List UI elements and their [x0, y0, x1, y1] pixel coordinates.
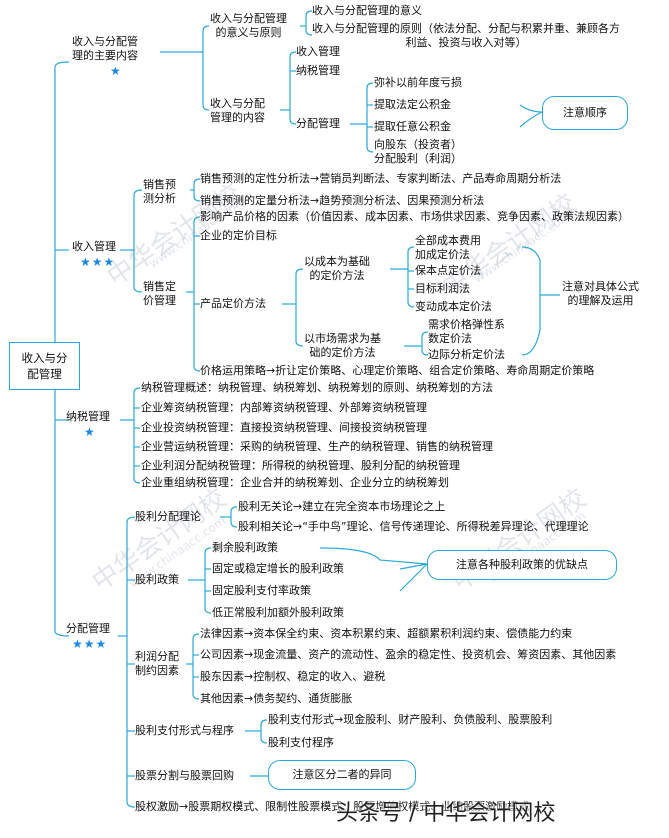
sec4-c-label: 利润分配 制约因素	[135, 650, 179, 677]
star-icon: ★	[110, 64, 122, 78]
connector-line	[126, 516, 136, 808]
sec3-item: 企业利润分配纳税管理：所得税的纳税管理、股利分配的纳税管理	[141, 459, 460, 472]
sec2-b-item: 企业的定价目标	[200, 229, 277, 242]
sec4-f-label: 股权激励→股票期权模式、限制性股票模式、股票增值权模式、业绩股票激励模式	[135, 800, 530, 813]
note-formula: 注意对具体公式 的理解及运用	[562, 280, 639, 307]
star-icon: ★★★	[80, 255, 116, 269]
sec4-b-label: 股利政策	[135, 573, 179, 586]
star-icon: ★★★	[72, 637, 108, 651]
connector-line	[202, 25, 210, 111]
sec4-a-item: 股利相关论→“手中鸟”理论、信号传递理论、所得税差异理论、代理理论	[238, 520, 589, 533]
sec3-item: 企业重组纳税管理：企业合并的纳税筹划、企业分立的纳税筹划	[141, 476, 449, 489]
note-order-text: 注意顺序	[563, 106, 607, 119]
connector-line	[193, 216, 201, 372]
sec3-item: 企业营运纳税管理：采购的纳税管理、生产的纳税管理、销售的纳税管理	[141, 440, 493, 453]
sec4-a-label: 股利分配理论	[135, 510, 201, 523]
connector-line	[366, 82, 374, 153]
sec2-b-item: 影响产品价格的因素（价值因素、成本因素、市场供求因素、竞争因素、政策法规因素）	[200, 210, 629, 223]
note-dividend-policy: 注意各种股利政策的优缺点	[427, 550, 617, 580]
cost-based-label: 以成本为基础 的定价方法	[304, 255, 370, 282]
sec1-b-sub: 向股东（投资者） 分配股利（利润）	[374, 138, 462, 165]
note-order: 注意顺序	[542, 96, 628, 130]
market-based-item: 边际分析定价法	[428, 348, 505, 361]
sec1-b-sub: 提取法定公积金	[374, 98, 451, 111]
sec4-b-item: 低正常股利加额外股利政策	[212, 606, 344, 619]
cost-based-item: 变动成本定价法	[415, 300, 492, 313]
sec4-b-item: 固定或稳定增长的股利政策	[212, 562, 344, 575]
sec2-b-item: 产品定价方法	[200, 297, 266, 310]
sec4-e-label: 股票分割与股票回购	[135, 769, 234, 782]
note-split-repurchase: 注意区分二者的异同	[268, 760, 416, 790]
connector-line	[133, 387, 141, 484]
sec4-c-item: 股东因素→控制权、稳定的收入、避税	[200, 670, 386, 683]
sec4-b-item: 固定股利支付率政策	[212, 584, 311, 597]
sec4-b-item: 剩余股利政策	[212, 541, 278, 554]
connector-line	[407, 246, 415, 308]
sec2-a-label: 销售预 测分析	[143, 178, 176, 205]
sec1-b-item: 纳税管理	[296, 64, 340, 77]
connector-line	[519, 104, 543, 128]
sec1-b-item: 收入管理	[296, 45, 340, 58]
connector-line	[133, 189, 143, 293]
sec3-item: 企业投资纳税管理：直接投资纳税管理、间接投资纳税管理	[141, 421, 427, 434]
sec2-b-label: 销售定 价管理	[143, 280, 176, 307]
sec3-item: 纳税管理概述：纳税管理、纳税筹划、纳税筹划的原则、纳税筹划的方法	[141, 381, 493, 394]
sec3-item: 企业筹资纳税管理：内部筹资纳税管理、外部筹资纳税管理	[141, 401, 427, 414]
sec1-a-item: 收入与分配管理的意义	[312, 4, 422, 17]
connector-line	[204, 547, 212, 614]
sec3-label: 纳税管理	[66, 410, 110, 423]
sec4-c-item: 公司因素→现金流量、资产的流动性、盈余的稳定性、投资机会、筹资因素、其他因素	[200, 648, 617, 661]
sec4-d-item: 股利支付程序	[268, 736, 334, 749]
market-based-label: 以市场需求为基 础的定价方法	[304, 332, 381, 359]
sec4-a-item: 股利无关论→建立在完全资本市场理论之上	[238, 500, 446, 513]
note-dividend-policy-text: 注意各种股利政策的优缺点	[456, 558, 588, 571]
sec1-b-sub: 弥补以前年度亏损	[374, 76, 462, 89]
sec1-b-label: 收入与分配 管理的内容	[210, 97, 265, 124]
sec2-label: 收入管理	[72, 240, 116, 253]
sec4-d-label: 股利支付形式与程序	[135, 724, 234, 737]
note-split-repurchase-text: 注意区分二者的异同	[292, 768, 392, 781]
connector-line	[421, 331, 429, 356]
sec1-b-sub: 提取任意公积金	[374, 120, 451, 133]
connector-line	[260, 719, 268, 744]
connector-line	[319, 547, 428, 592]
connector-line	[230, 506, 238, 528]
sec4-c-item: 法律因素→资本保全约束、资本积累约束、超额累积利润约束、偿债能力约束	[200, 627, 573, 640]
connector-line	[289, 51, 297, 125]
market-based-item: 需求价格弹性系 数定价法	[428, 318, 505, 345]
connector-line	[295, 268, 304, 347]
root-node: 收入与分 配管理	[9, 342, 80, 390]
sec2-a-item: 销售预测的定性分析法→营销员判断法、专家判断法、产品寿命周期分析法	[200, 172, 562, 185]
sec1-b-item: 分配管理	[296, 117, 340, 130]
cost-based-item: 保本点定价法	[415, 264, 481, 277]
connector-line	[192, 633, 200, 700]
sec1-a-item: 收入与分配管理的原则（依法分配、分配与积累并重、兼顾各方 利益、投资与收入对等）	[312, 22, 620, 49]
cost-based-item: 全部成本费用 加成定价法	[415, 234, 481, 261]
connector-line	[305, 10, 313, 36]
root-label: 收入与分 配管理	[21, 351, 68, 381]
sec4-d-item: 股利支付形式→现金股利、财产股利、负债股利、股票股利	[268, 713, 553, 726]
sec1-a-label: 收入与分配管理 的意义与原则	[210, 12, 287, 39]
sec4-label: 分配管理	[66, 622, 110, 635]
star-icon: ★	[84, 425, 96, 439]
connector-line	[521, 246, 560, 356]
sec2-b-item: 价格运用策略→折让定价策略、心理定价策略、组合定价策略、寿命周期定价策略	[200, 364, 595, 377]
sec4-c-item: 其他因素→债务契约、通货膨胀	[200, 692, 353, 705]
sec2-a-item: 销售预测的定量分析法→趋势预测分析法、因果预测分析法	[200, 194, 485, 207]
footer-watermark: 头条号 / 中华会计网校	[336, 801, 556, 826]
cost-based-item: 目标利润法	[415, 282, 470, 295]
sec1-label: 收入与分配管 理的主要内容	[72, 35, 138, 62]
